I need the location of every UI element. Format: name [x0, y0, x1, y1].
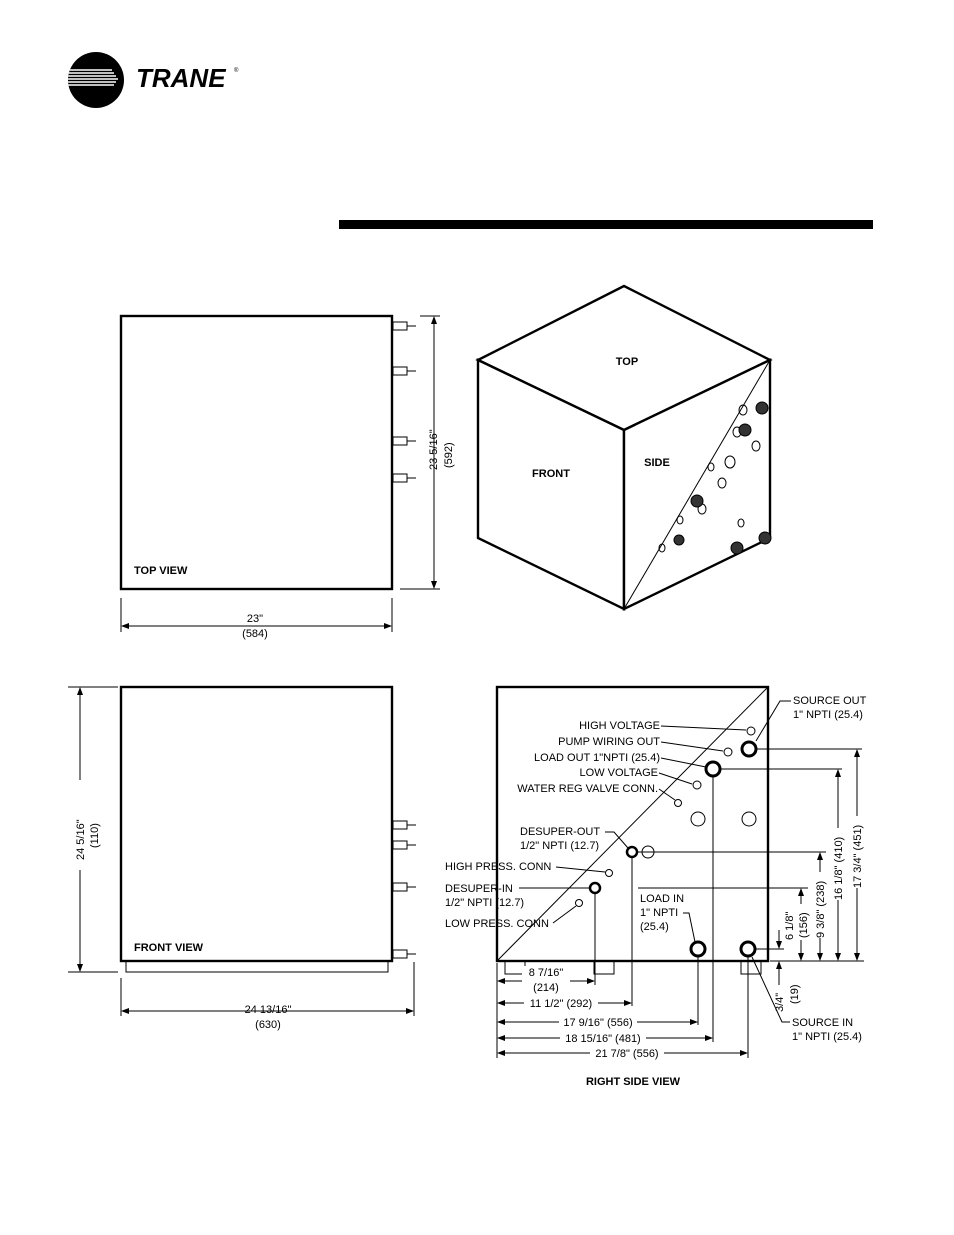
dim-6-1-8: 6 1/8"	[784, 912, 796, 940]
dim-6-1-8-mm: (156)	[798, 912, 810, 938]
top-view: TOP VIEW 23" (584) 23 5/16" (592)	[119, 314, 455, 640]
dim-17-9-16: 17 9/16" (556)	[563, 1017, 632, 1029]
dim-9-3-8: 9 3/8" (238)	[815, 881, 827, 938]
load-out-label: LOAD OUT 1"NPTI (25.4)	[534, 752, 660, 764]
dim-11-1-2: 11 1/2" (292)	[530, 998, 592, 1010]
load-in-spec-mm: (25.4)	[640, 921, 669, 933]
brand-name: TRANE	[136, 63, 226, 93]
front-view-title: FRONT VIEW	[134, 942, 204, 954]
low-voltage-label: LOW VOLTAGE	[580, 767, 658, 779]
top-depth-in: 23 5/16"	[428, 429, 440, 470]
dim-21-7-8: 21 7/8" (556)	[595, 1048, 658, 1060]
dim-8-7-16: 8 7/16"	[529, 967, 564, 979]
load-in-spec: 1" NPTI	[640, 907, 678, 919]
load-in-label: LOAD IN	[640, 893, 684, 905]
top-depth-mm: (592)	[443, 442, 455, 468]
front-height-mm: (110)	[89, 823, 101, 848]
top-view-title: TOP VIEW	[134, 565, 188, 577]
trane-logo: TRANE ®	[68, 52, 239, 108]
desuper-in-label: DESUPER-IN	[445, 883, 513, 895]
source-out-spec: 1" NPTI (25.4)	[793, 709, 863, 721]
dim-3-4-mm: (19)	[789, 984, 801, 1004]
brand-registered-mark: ®	[234, 67, 239, 74]
high-press-label: HIGH PRESS. CONN	[445, 861, 551, 873]
source-out-label: SOURCE OUT	[793, 695, 867, 707]
top-width-in: 23"	[247, 613, 263, 625]
desuper-out-spec: 1/2" NPTI (12.7)	[520, 840, 599, 852]
right-side-view-title: RIGHT SIDE VIEW	[586, 1076, 681, 1088]
front-width-in: 24 13/16"	[245, 1004, 292, 1016]
dim-17-3-4: 17 3/4" (451)	[852, 825, 864, 888]
dim-18-15-16: 18 15/16" (481)	[565, 1033, 640, 1045]
iso-side-label: SIDE	[644, 457, 670, 469]
high-voltage-label: HIGH VOLTAGE	[579, 720, 660, 732]
dim-16-1-8: 16 1/8" (410)	[833, 837, 845, 900]
dim-8-7-16-mm: (214)	[533, 982, 559, 994]
desuper-in-spec: 1/2" NPTI (12.7)	[445, 897, 524, 909]
low-press-label: LOW PRESS. CONN	[445, 918, 549, 930]
front-height-in: 24 5/16"	[75, 819, 87, 860]
iso-front-label: FRONT	[532, 468, 570, 480]
isometric-view: TOP FRONT SIDE	[475, 284, 773, 611]
source-in-spec: 1" NPTI (25.4)	[792, 1031, 862, 1043]
iso-top-label: TOP	[616, 356, 638, 368]
top-width-mm: (584)	[242, 628, 268, 640]
right-side-view: SOURCE OUT 1" NPTI (25.4) HIGH VOLTAGE P…	[445, 685, 867, 1088]
water-reg-valve-label: WATER REG VALVE CONN.	[517, 783, 658, 795]
header-rule	[339, 220, 873, 229]
front-view: FRONT VIEW 24 5/16" (110) 24 13/16" (630…	[68, 685, 416, 1031]
dim-3-4: 3/4"	[774, 993, 786, 1012]
front-width-mm: (630)	[255, 1019, 281, 1031]
pump-wiring-out-label: PUMP WIRING OUT	[558, 736, 660, 748]
source-in-label: SOURCE IN	[792, 1017, 853, 1029]
desuper-out-label: DESUPER-OUT	[520, 826, 600, 838]
